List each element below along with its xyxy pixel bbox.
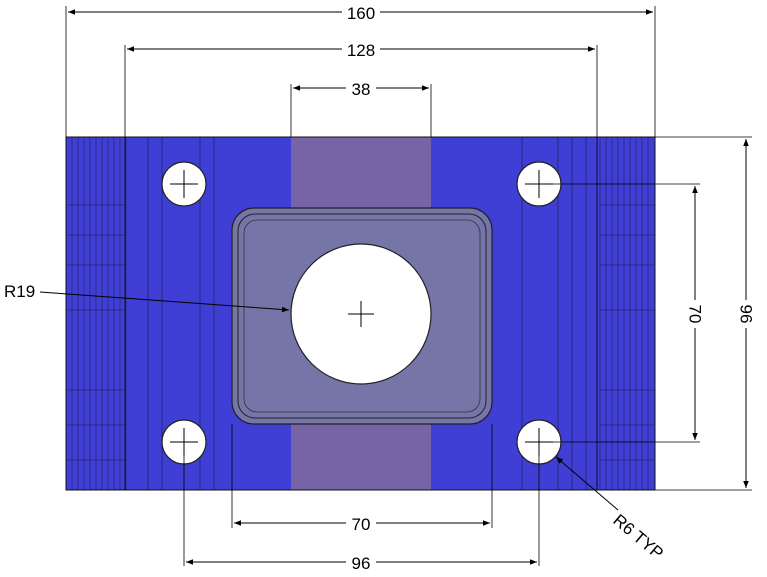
right-end-hatching <box>599 137 655 490</box>
left-end-hatching <box>66 137 127 490</box>
pocket-inner-edge <box>237 213 487 419</box>
pocket-floor-edge <box>243 219 481 413</box>
dimension-label-96-bottom: 96 <box>352 554 371 573</box>
dimension-128: 128 <box>124 40 598 490</box>
dimension-overall-height: 96 <box>655 136 756 491</box>
dimension-pocket-width: 70 <box>231 424 493 534</box>
dimension-slot-width: 38 <box>290 79 432 137</box>
radius-label-r19: R19 <box>4 282 35 301</box>
leader-center-radius: R19 <box>4 282 290 313</box>
dimension-label-70-bottom: 70 <box>352 515 371 534</box>
dimension-label-96-right: 96 <box>737 305 756 324</box>
dimension-label-70-right: 70 <box>686 305 705 324</box>
dimension-hole-spacing-y: 70 <box>539 183 705 443</box>
part-body <box>65 136 656 491</box>
dimension-label-38: 38 <box>352 80 371 99</box>
radius-label-r6-typ: R6 TYP <box>609 511 667 564</box>
base-plate-outline <box>65 136 656 491</box>
dimension-overall-width: 160 <box>65 3 656 137</box>
corner-hole-top-left <box>161 161 207 207</box>
dimension-label-128: 128 <box>347 41 375 60</box>
dimension-label-160: 160 <box>347 4 375 23</box>
dimension-hole-spacing-x: 96 <box>183 442 540 573</box>
